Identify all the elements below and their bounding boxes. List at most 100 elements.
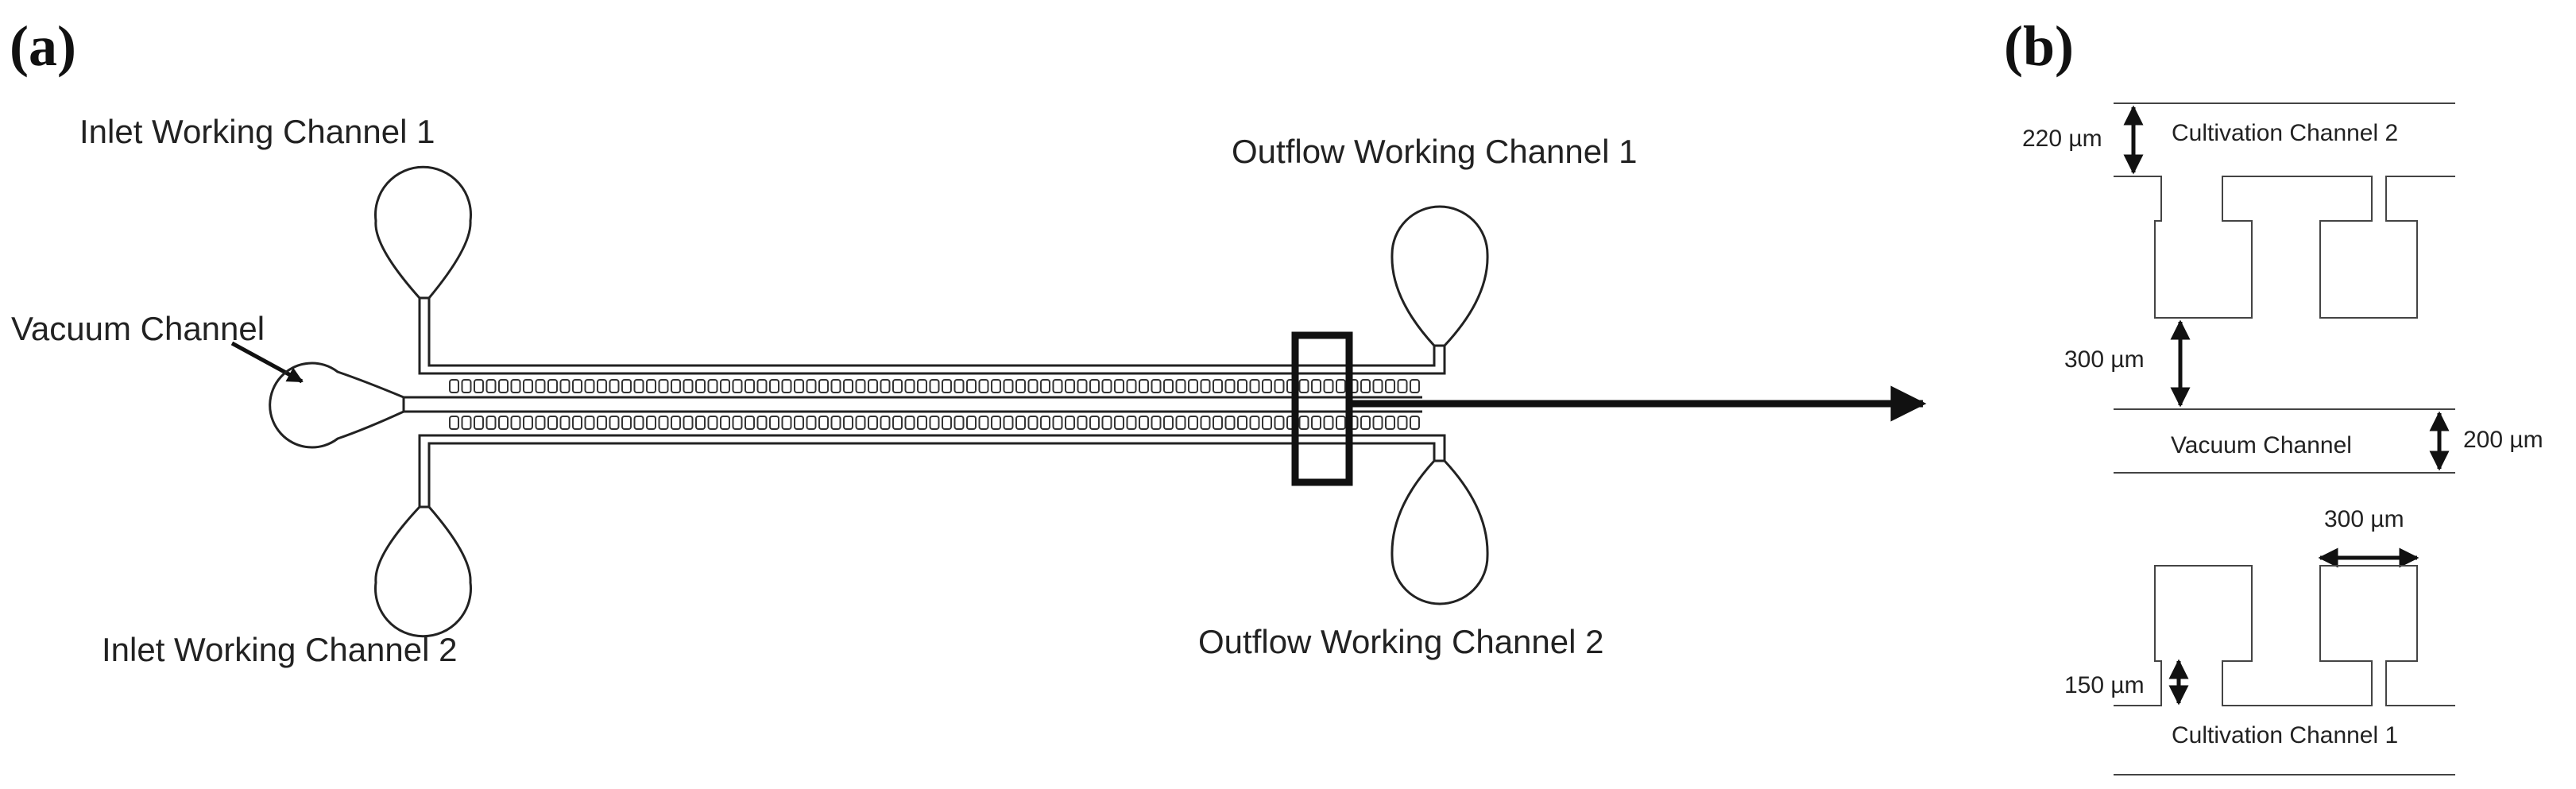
cultivation-chamber — [1126, 416, 1137, 430]
cultivation-chamber — [843, 416, 853, 430]
outflow-reservoir-1-stem — [1422, 346, 1446, 375]
cultivation-chamber — [732, 379, 743, 393]
cultivation-chamber — [523, 416, 533, 430]
cultivation-chamber — [474, 416, 484, 430]
cultivation-chamber — [658, 379, 669, 393]
cultivation-chamber — [1385, 416, 1395, 430]
cultivation-chamber — [1323, 416, 1334, 430]
cultivation-chamber — [942, 379, 952, 393]
cultivation-chamber — [966, 416, 977, 430]
cultivation-chamber — [880, 379, 891, 393]
main-channel-lines — [404, 372, 1422, 437]
cultivation-chamber — [769, 416, 779, 430]
cultivation-chamber — [745, 416, 755, 430]
cultivation-chamber — [978, 379, 989, 393]
cultivation-channel-1-wall — [2114, 565, 2455, 706]
cultivation-chamber — [1224, 416, 1236, 430]
cultivation-chamber — [535, 416, 546, 430]
cultivation-chamber — [929, 416, 940, 430]
cultivation-chamber — [1213, 379, 1223, 393]
cultivation-chamber — [1200, 379, 1211, 393]
cultivation-chamber — [794, 416, 804, 430]
cultivation-chamber — [461, 379, 472, 393]
cultivation-chamber — [671, 416, 681, 430]
cultivation-chamber — [609, 416, 620, 430]
cultivation-chamber — [1237, 416, 1247, 430]
cultivation-chamber — [646, 379, 656, 393]
cultivation-chamber — [855, 416, 866, 430]
cultivation-chamber — [1065, 416, 1075, 430]
cultivation-chamber — [1311, 379, 1321, 393]
cultivation-chamber — [1015, 416, 1026, 430]
cultivation-channel-2-wall — [2114, 176, 2455, 319]
cultivation-chamber — [633, 416, 644, 430]
cultivation-chamber — [621, 416, 632, 430]
cultivation-chamber — [485, 379, 497, 393]
cultivation-chamber — [1188, 416, 1198, 430]
cultivation-chamber — [1372, 379, 1383, 393]
cultivation-chamber — [510, 416, 521, 430]
cultivation-chamber — [855, 379, 866, 393]
cultivation-chamber — [707, 379, 718, 393]
dim-300-gap-label: 300 µm — [2064, 346, 2145, 373]
panel-b: (b) Cultivation Channel 2 220 µm 300 µm … — [2004, 14, 2543, 775]
cultivation-chamber — [646, 416, 656, 430]
cultivation-chamber — [794, 379, 804, 393]
cultivation-chamber — [953, 379, 965, 393]
cultivation-chamber — [1311, 416, 1321, 430]
cultivation-chamber — [498, 379, 509, 393]
cultivation-chamber — [843, 379, 853, 393]
cultivation-chamber — [1151, 379, 1162, 393]
cultivation-chambers-row-2 — [449, 416, 1420, 430]
cultivation-chamber — [707, 416, 718, 430]
cultivation-chamber — [769, 379, 779, 393]
cultivation-chamber — [781, 416, 792, 430]
cultivation-chamber — [1360, 416, 1371, 430]
cultivation-chamber — [781, 379, 792, 393]
cultivation-chamber — [880, 416, 891, 430]
cultivation-chambers-row-1 — [449, 379, 1420, 393]
cultivation-chamber — [806, 379, 817, 393]
cultivation-chamber — [584, 379, 595, 393]
cultivation-chamber — [1139, 416, 1149, 430]
cultivation-chamber — [1027, 379, 1039, 393]
cultivation-chamber — [929, 379, 940, 393]
cultivation-chamber — [991, 416, 1001, 430]
inlet-reservoir-2 — [374, 505, 472, 638]
cultivation-chamber — [1139, 379, 1149, 393]
dim-300-width-label: 300 µm — [2324, 506, 2404, 532]
vacuum-pointer-arrow — [230, 341, 304, 384]
cultivation-chamber — [510, 379, 521, 393]
cultivation-chamber — [720, 379, 730, 393]
outflow-working-channel-2-label: Outflow Working Channel 2 — [1198, 623, 1603, 660]
inlet-working-channel-2-label: Inlet Working Channel 2 — [102, 631, 457, 668]
cultivation-chamber — [1249, 379, 1260, 393]
cultivation-chamber — [1003, 416, 1014, 430]
cultivation-chamber — [1175, 416, 1186, 430]
dim-220-label: 220 µm — [2022, 126, 2102, 152]
vacuum-channel-b-label: Vacuum Channel — [2171, 432, 2352, 458]
cultivation-chamber — [966, 379, 977, 393]
cultivation-chamber — [1151, 416, 1162, 430]
cultivation-chamber — [756, 416, 768, 430]
cultivation-chamber — [498, 416, 509, 430]
cultivation-chamber — [1298, 379, 1309, 393]
cultivation-chamber — [868, 379, 878, 393]
cultivation-chamber — [572, 416, 582, 430]
cultivation-channel-2-label: Cultivation Channel 2 — [2172, 120, 2398, 146]
cultivation-chamber — [868, 416, 878, 430]
inlet-reservoir-2-stem — [418, 434, 1422, 507]
cultivation-chamber — [892, 379, 903, 393]
cultivation-chamber — [1114, 379, 1124, 393]
inlet-reservoir-1-stem — [418, 298, 1422, 375]
cultivation-chamber — [830, 379, 841, 393]
cultivation-chamber — [745, 379, 755, 393]
zoom-region-box — [1291, 331, 1353, 486]
cultivation-chamber — [572, 379, 582, 393]
panel-a: (a) Inlet Working Channel 1 Inlet Workin… — [10, 14, 1927, 668]
cultivation-chamber — [461, 416, 472, 430]
panel-b-label: (b) — [2004, 14, 2074, 78]
cultivation-chamber — [1175, 379, 1186, 393]
cultivation-chamber — [1065, 379, 1075, 393]
cultivation-chamber — [1336, 416, 1346, 430]
